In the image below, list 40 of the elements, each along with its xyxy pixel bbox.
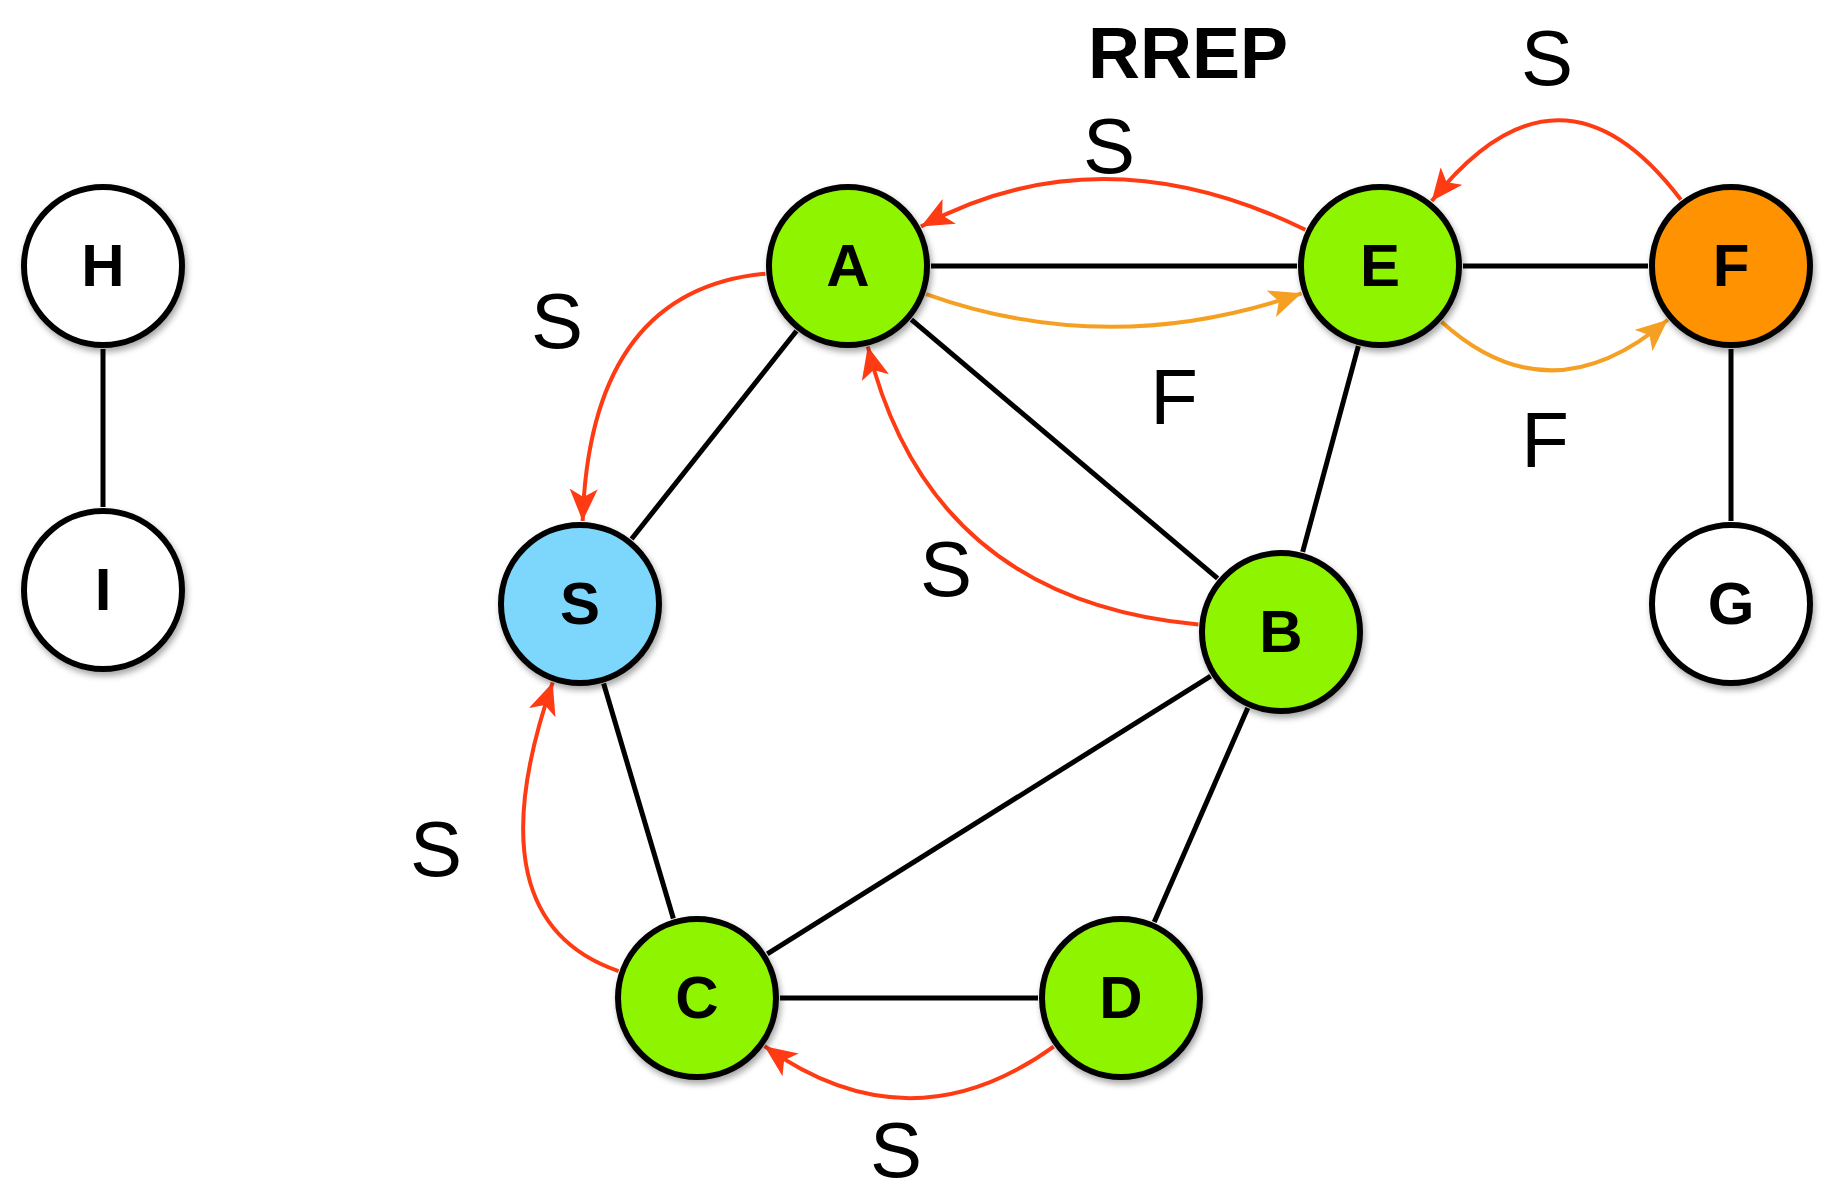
connector-line	[601, 682, 676, 920]
edge-label: S	[1083, 107, 1135, 185]
node-label: C	[675, 968, 719, 1028]
edge-label: S	[531, 282, 583, 360]
arrow	[1430, 118, 1683, 203]
connector-line	[780, 995, 1038, 1001]
edge-label: F	[1521, 401, 1569, 479]
edge-label: S	[920, 530, 972, 608]
title: RREP	[1088, 12, 1288, 94]
node-label: S	[560, 574, 600, 634]
connector-line	[1728, 349, 1734, 521]
connector-line	[909, 317, 1220, 581]
arrow	[521, 681, 620, 973]
node-circle	[1649, 184, 1813, 348]
node-label: E	[1360, 236, 1400, 296]
connector-line	[766, 673, 1212, 957]
node-label: G	[1707, 574, 1755, 634]
node-label: I	[94, 560, 112, 620]
node-circle	[1199, 550, 1363, 714]
arrow	[763, 1044, 1055, 1101]
connector-line	[1463, 263, 1648, 269]
arrow	[863, 346, 1199, 627]
connector-line	[629, 329, 799, 541]
connector-line	[931, 263, 1297, 269]
arrow	[925, 289, 1303, 329]
edge-label: S	[410, 810, 462, 888]
node-label: B	[1259, 602, 1303, 662]
arrow	[570, 271, 766, 522]
edge-label: S	[870, 1111, 922, 1189]
connector-line	[1151, 707, 1251, 923]
arrow	[1440, 318, 1669, 373]
arrow	[920, 177, 1307, 232]
node-label: D	[1099, 968, 1143, 1028]
edge-label: F	[1150, 358, 1198, 436]
edge-label: S	[1521, 19, 1573, 97]
node-label: A	[826, 236, 870, 296]
node-label: H	[81, 236, 125, 296]
node-label: F	[1712, 236, 1750, 296]
connector-line	[1300, 345, 1361, 553]
connector-line	[100, 349, 106, 507]
